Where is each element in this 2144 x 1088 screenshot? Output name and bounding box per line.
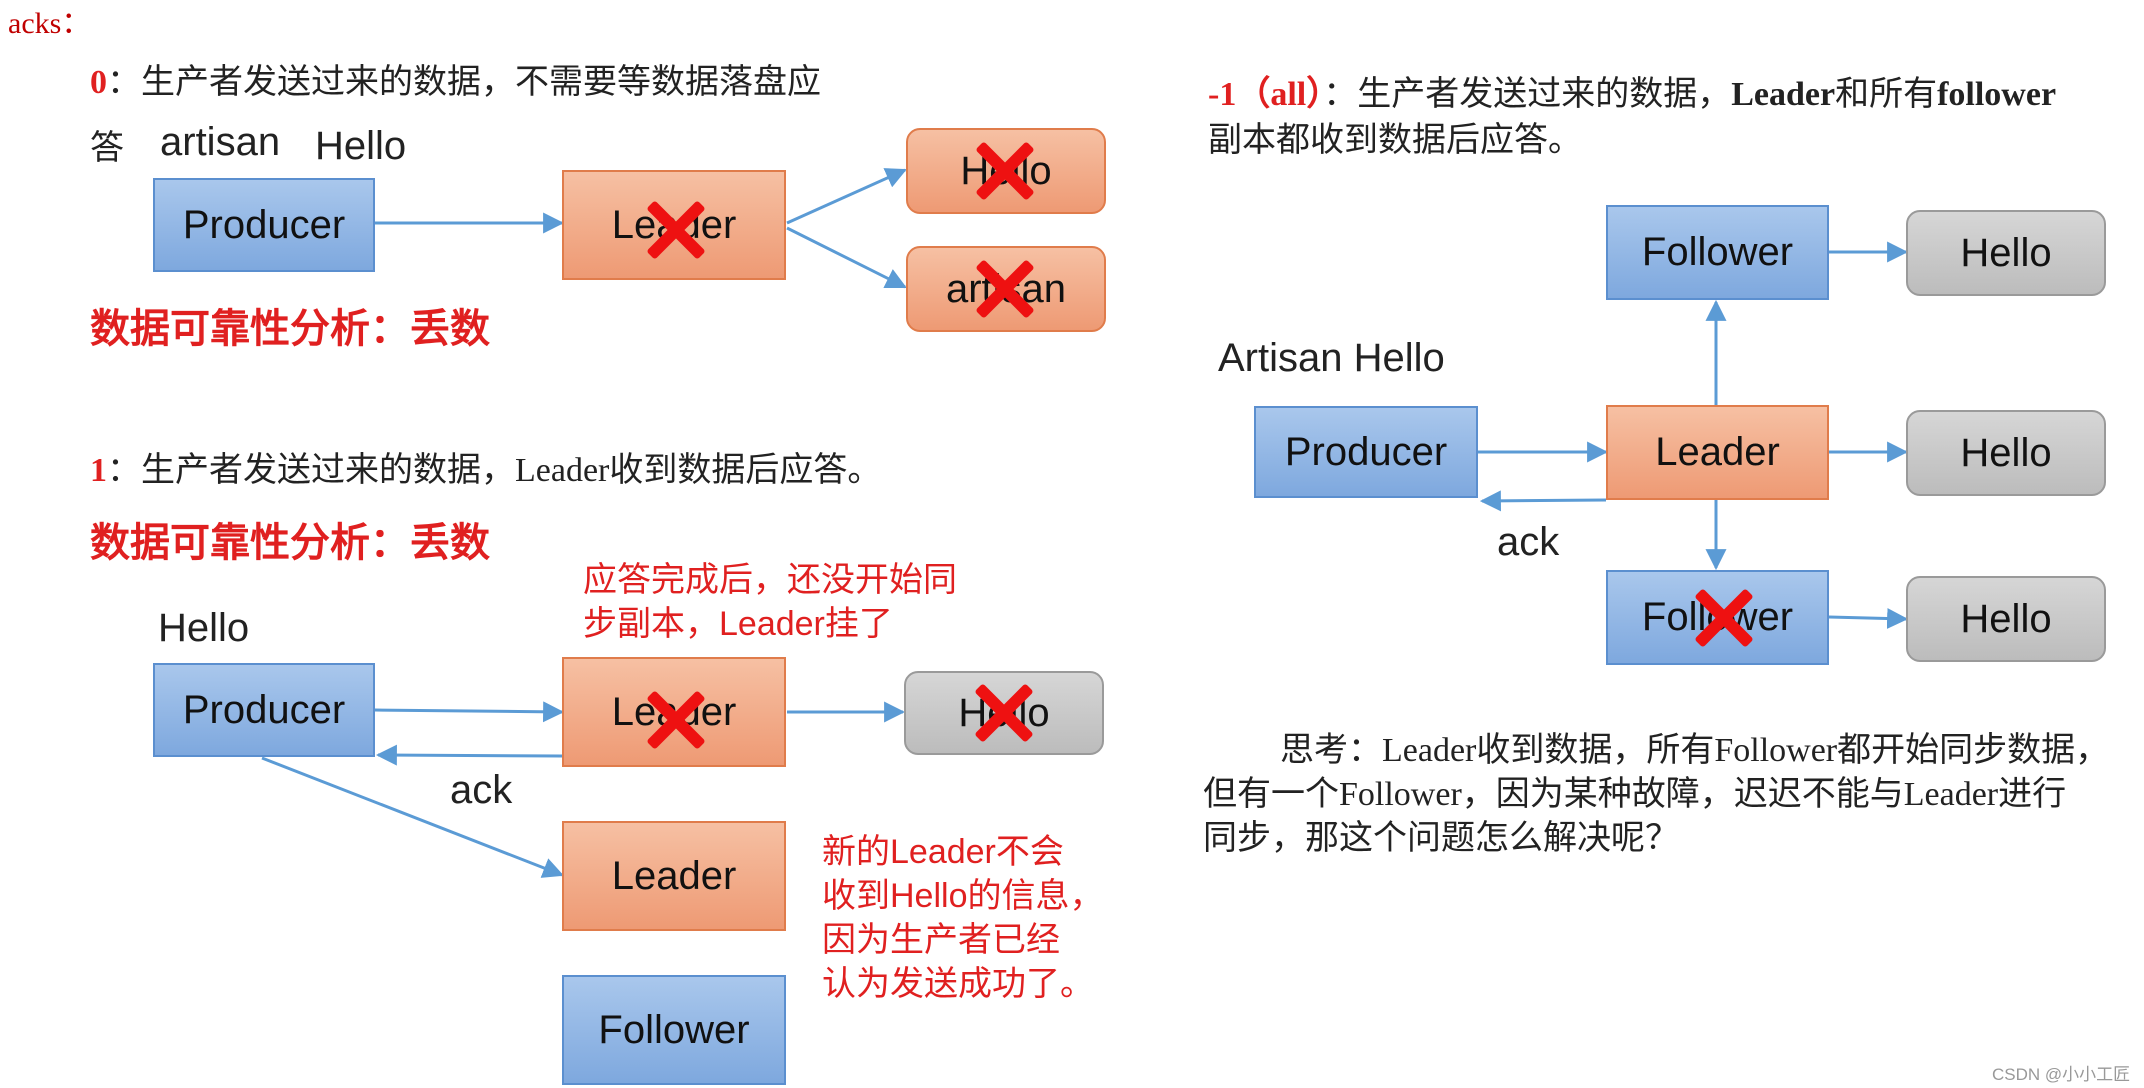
acks1-ack-label: ack: [450, 768, 513, 812]
acks-all-number: -1（all）: [1208, 76, 1324, 113]
acks1-note2-line2: 收到Hello的信息，: [822, 877, 1104, 915]
thinking-line2: 但有一个Follower，因为某种故障，迟迟不能与Leader进行: [1203, 776, 2067, 813]
acks1-description: 1：生产者发送过来的数据，Leader收到数据后应答。: [90, 442, 881, 491]
acks-all-producer-box: Producer: [1254, 406, 1478, 498]
acks-all-hello-bottom-box: Hello: [1906, 576, 2106, 662]
arrow-leader-to-hello-0: [786, 168, 907, 225]
acks0-msg-artisan: artisan: [160, 120, 281, 164]
acks1-new-leader-box: Leader: [562, 821, 786, 931]
thinking-line1: 思考：Leader收到数据，所有Follower都开始同步数据，: [1280, 732, 2110, 769]
acks1-note-line1: 应答完成后，还没开始同: [583, 561, 957, 599]
acks-heading: acks：: [8, 7, 92, 40]
acks-all-text: ：生产者发送过来的数据，: [1323, 76, 1732, 113]
acks0-artisan-lost-x-icon: [974, 259, 1034, 319]
acks1-text: ：生产者发送过来的数据，Leader收到数据后应答。: [107, 452, 882, 489]
arrow-ack-to-producer-1: [375, 744, 563, 766]
acks-all-hello-top-box: Hello: [1906, 210, 2106, 296]
acks0-producer-box: Producer: [153, 178, 375, 272]
acks-all-msg: Artisan Hello: [1218, 336, 1445, 380]
acks0-leader-failed-x-icon: [645, 200, 705, 260]
acks1-note2-line3: 因为生产者已经: [822, 921, 1060, 959]
acks0-hello-lost-x-icon: [974, 141, 1034, 201]
acks-all-follower-word: follower: [1937, 76, 2057, 113]
acks-all-follower-top-box: Follower: [1606, 205, 1829, 300]
watermark: CSDN @小小工匠: [1992, 1065, 2131, 1084]
arrow-producer-to-new-leader-1: [261, 756, 564, 878]
thinking-line3: 同步，那这个问题怎么解决呢？: [1203, 820, 1679, 857]
acks1-follower-box: Follower: [562, 975, 786, 1085]
arrow-producer-to-leader-1: [374, 701, 565, 723]
arrow-leader-to-artisan-0: [786, 226, 907, 289]
acks0-description-cont: 答: [90, 130, 124, 167]
acks0-number: 0: [90, 64, 107, 101]
acks1-number: 1: [90, 452, 107, 489]
acks1-note-line2: 步副本，Leader挂了: [583, 605, 893, 643]
acks-all-follower-failed-x-icon: [1693, 588, 1753, 648]
acks0-text: ：生产者发送过来的数据，不需要等数据落盘应: [107, 64, 821, 101]
acks-all-description: -1（all）：生产者发送过来的数据，Leader和所有follower: [1208, 66, 2056, 115]
acks-all-ack-label: ack: [1497, 520, 1560, 564]
acks1-leader-failed-x-icon: [645, 690, 705, 750]
acks1-producer-box: Producer: [153, 663, 375, 757]
acks-all-description-cont: 副本都收到数据后应答。: [1208, 122, 1582, 159]
acks1-hello-lost-x-icon: [973, 683, 1033, 743]
acks1-note2-line4: 认为发送成功了。: [822, 965, 1094, 1003]
arrow-ack-to-producer-all: [1479, 490, 1607, 512]
acks0-msg-hello: Hello: [315, 124, 407, 168]
acks-all-text-mid: 和所有: [1835, 76, 1938, 113]
acks-all-leader-word: Leader: [1731, 76, 1836, 113]
acks0-analysis: 数据可靠性分析：丢数: [90, 307, 490, 351]
acks-all-leader-box: Leader: [1606, 405, 1829, 500]
acks1-note2-line1: 新的Leader不会: [822, 833, 1064, 871]
acks1-analysis: 数据可靠性分析：丢数: [90, 521, 490, 565]
acks1-msg-hello: Hello: [158, 606, 250, 650]
arrow-follower-bottom-to-hello: [1828, 608, 1909, 630]
acks-all-hello-mid-box: Hello: [1906, 410, 2106, 496]
acks0-description: 0：生产者发送过来的数据，不需要等数据落盘应: [90, 54, 821, 103]
